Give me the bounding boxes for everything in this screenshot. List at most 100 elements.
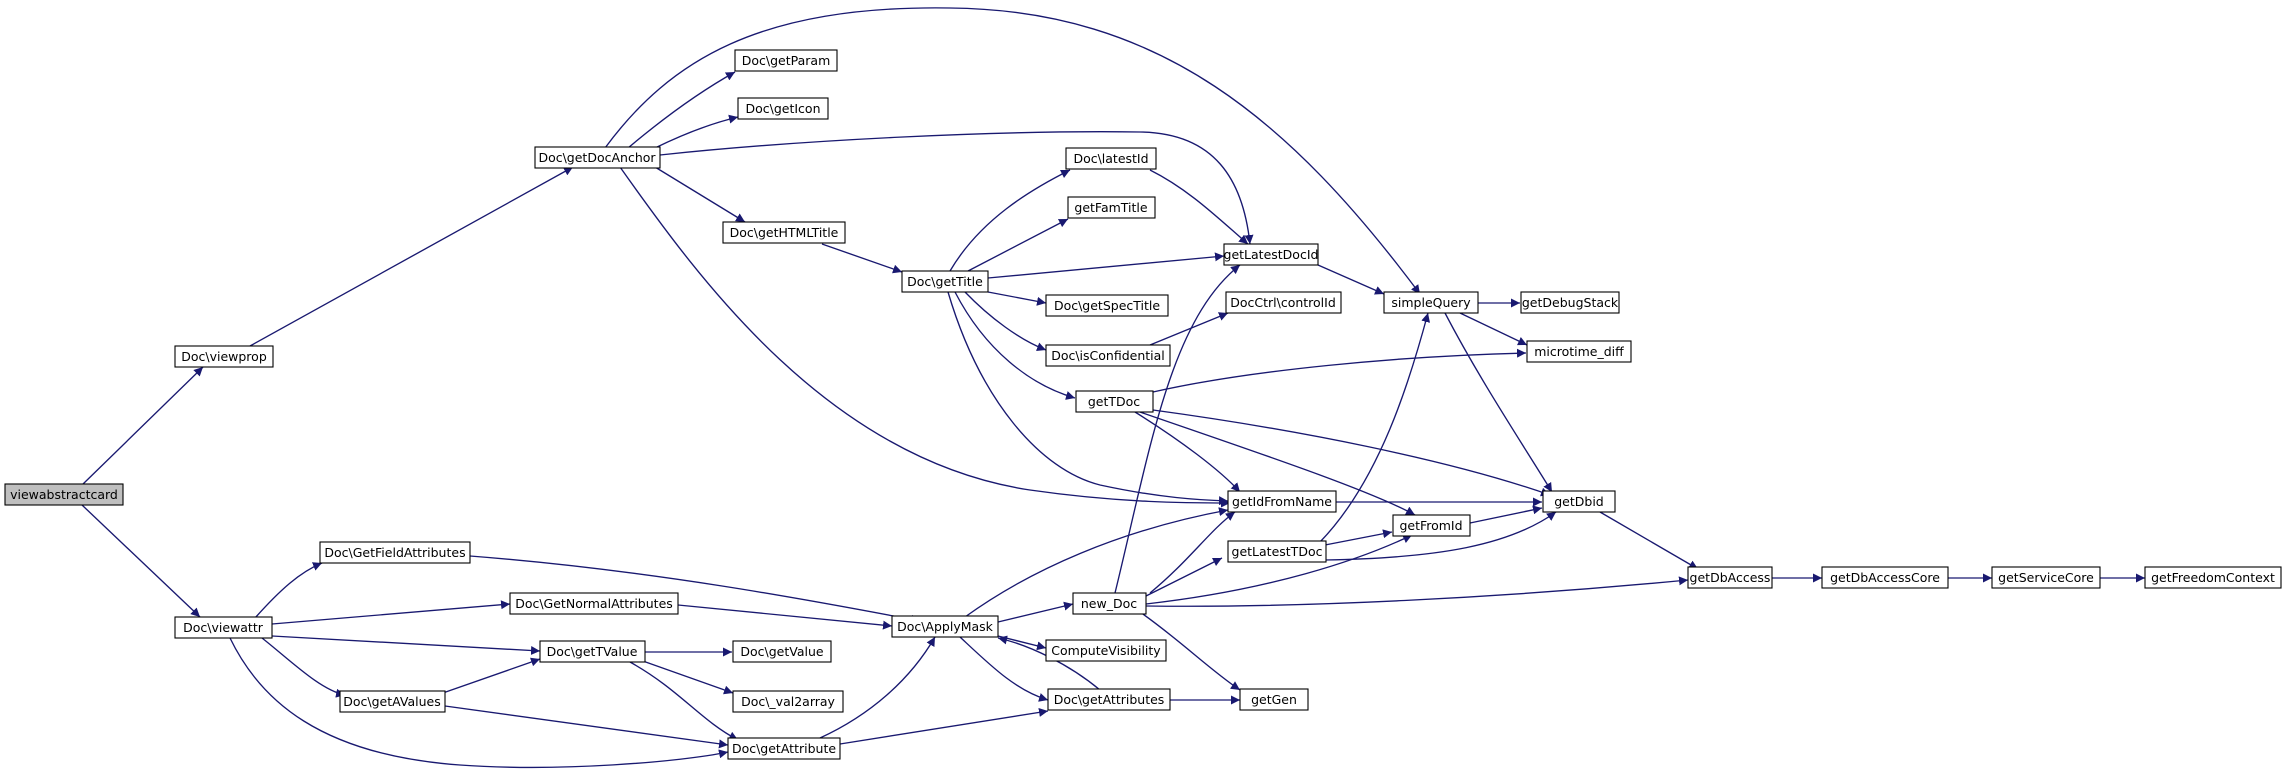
node-doc-getattribute[interactable]: Doc\getAttribute [727, 737, 841, 760]
node-getservicecore[interactable]: getServiceCore [1991, 566, 2101, 589]
node-doc-viewprop[interactable]: Doc\viewprop [174, 345, 274, 368]
node-doc-geticon[interactable]: Doc\getIcon [737, 97, 829, 120]
edge-gettitle-latestid [949, 169, 1071, 272]
node-doc-getnormalattributes[interactable]: Doc\GetNormalAttributes [509, 592, 679, 615]
edge-applymask-getattributes [959, 636, 1049, 702]
node-label: getIdFromName [1232, 494, 1332, 509]
node-label: getServiceCore [1998, 570, 2094, 585]
edge-gettitle-getlatestdocid [987, 252, 1225, 279]
edge-getlatestdocid-simplequery [1317, 264, 1385, 295]
node-doc-val2array[interactable]: Doc\_val2array [732, 690, 844, 713]
node-computevisibility[interactable]: ComputeVisibility [1045, 639, 1167, 662]
edge-getavalues-getattribute [444, 705, 729, 749]
node-getlatesttdoc[interactable]: getLatestTDoc [1227, 540, 1327, 563]
node-getfromid[interactable]: getFromId [1392, 514, 1471, 537]
edge-viewabstractcard-viewattr [81, 504, 201, 618]
node-label: getDbid [1554, 494, 1604, 509]
node-doc-gethtmltitle[interactable]: Doc\getHTMLTitle [722, 221, 846, 244]
edge-gettdoc-microtimediff [1152, 348, 1527, 393]
node-getdebugstack[interactable]: getDebugStack [1520, 291, 1620, 314]
edge-gettitle-getspectitle [987, 291, 1047, 306]
node-label: Doc\getDocAnchor [538, 150, 656, 165]
node-label: Doc\getAttributes [1054, 692, 1165, 707]
node-simplequery[interactable]: simpleQuery [1383, 291, 1479, 314]
edge-latestid-getlatestdocid [1149, 169, 1249, 245]
node-doc-getavalues[interactable]: Doc\getAValues [339, 690, 446, 713]
node-getfamtitle[interactable]: getFamTitle [1067, 196, 1156, 219]
edge-simplequery-getdbid [1444, 312, 1553, 493]
edge-newdoc-getgen [1139, 611, 1241, 691]
edge-getfieldattributes-applymask [469, 555, 921, 624]
node-label: microtime_diff [1534, 344, 1624, 359]
node-doc-getspectitle[interactable]: Doc\getSpecTitle [1045, 294, 1169, 317]
node-getdbid[interactable]: getDbid [1542, 490, 1616, 513]
node-label: Doc\getHTMLTitle [730, 225, 839, 240]
node-doc-getdocanchor[interactable]: Doc\getDocAnchor [534, 146, 661, 169]
node-label: Doc\latestId [1073, 151, 1148, 166]
node-doc-gettitle[interactable]: Doc\getTitle [901, 270, 989, 293]
node-label: getLatestDocId [1224, 247, 1319, 262]
node-getidfromname[interactable]: getIdFromName [1227, 490, 1337, 513]
edge-gettdoc-getidfromname [1134, 411, 1241, 493]
node-label: ComputeVisibility [1051, 643, 1161, 658]
node-getdbaccess[interactable]: getDbAccess [1687, 566, 1773, 589]
edge-viewabstractcard-viewprop [81, 366, 204, 486]
nodes: viewabstractcard Doc\viewprop Doc\viewat… [4, 49, 2282, 760]
node-label: getFromId [1399, 518, 1462, 533]
node-label: Doc\getAValues [343, 694, 440, 709]
node-label: Doc\getParam [742, 53, 831, 68]
edge-viewattr-gettvalue [271, 635, 541, 655]
node-doc-applymask[interactable]: Doc\ApplyMask [891, 615, 999, 638]
edge-newdoc-getlatesttdoc [1145, 557, 1223, 597]
node-doc-latestid[interactable]: Doc\latestId [1065, 147, 1157, 170]
edge-viewattr-getnormalattributes [271, 600, 511, 625]
node-doc-gettvalue[interactable]: Doc\getTValue [539, 640, 646, 663]
node-getdbaccesscore[interactable]: getDbAccessCore [1821, 566, 1949, 589]
node-doc-viewattr[interactable]: Doc\viewattr [174, 616, 273, 639]
node-doc-isconfidential[interactable]: Doc\isConfidential [1045, 344, 1171, 367]
edge-gettitle-isconfidential [964, 291, 1047, 351]
node-docctrl-controlid[interactable]: DocCtrl\controlId [1225, 291, 1342, 314]
edge-getdocanchor-geticon [654, 114, 739, 149]
node-microtime-diff[interactable]: microtime_diff [1526, 340, 1632, 363]
node-label: getDbAccess [1690, 570, 1771, 585]
edge-getlatesttdoc-simplequery [1319, 312, 1431, 543]
edge-viewattr-getavalues [261, 637, 346, 698]
node-viewabstractcard[interactable]: viewabstractcard [4, 483, 124, 506]
edge-getlatesttdoc-getfromid [1324, 529, 1393, 546]
edge-getattribute-applymask [819, 636, 936, 739]
node-gettdoc[interactable]: getTDoc [1075, 390, 1154, 413]
node-getlatestdocid[interactable]: getLatestDocId [1223, 243, 1319, 266]
node-new-doc[interactable]: new_Doc [1072, 592, 1147, 615]
edge-viewattr-getfieldattributes [254, 562, 323, 619]
node-label: new_Doc [1081, 596, 1137, 611]
edge-gettdoc-getdbid [1152, 409, 1551, 497]
edge-gettitle-getfamtitle [967, 218, 1069, 272]
node-getgen[interactable]: getGen [1239, 688, 1309, 711]
edge-getlatesttdoc-getdbid [1324, 511, 1557, 561]
node-getfreedomcontext[interactable]: getFreedomContext [2144, 566, 2282, 589]
edge-gettdoc-getfromid [1139, 411, 1416, 516]
edge-getnormalattributes-applymask [677, 604, 893, 630]
edge-applymask-computevisibility [997, 635, 1047, 651]
node-label: simpleQuery [1391, 295, 1471, 310]
node-label: Doc\getTValue [547, 644, 638, 659]
node-doc-getparam[interactable]: Doc\getParam [734, 49, 838, 72]
node-label: Doc\isConfidential [1051, 348, 1165, 363]
node-label: getTDoc [1088, 394, 1140, 409]
node-label: Doc\getIcon [745, 101, 820, 116]
node-label: Doc\getAttribute [732, 741, 836, 756]
node-label: getFreedomContext [2151, 570, 2275, 585]
node-label: getLatestTDoc [1232, 544, 1323, 559]
node-label: getFamTitle [1074, 200, 1148, 215]
node-label: getGen [1251, 692, 1297, 707]
node-label: getDbAccessCore [1830, 570, 1940, 585]
node-doc-getattributes[interactable]: Doc\getAttributes [1047, 688, 1171, 711]
node-label: Doc\getValue [740, 644, 824, 659]
node-doc-getvalue[interactable]: Doc\getValue [732, 640, 832, 663]
edge-getavalues-gettvalue [439, 657, 541, 695]
edge-applymask-newdoc [997, 601, 1074, 623]
edge-isconfidential-controlid [1149, 312, 1229, 346]
edges [81, 7, 2145, 769]
node-doc-getfieldattributes[interactable]: Doc\GetFieldAttributes [319, 541, 471, 564]
